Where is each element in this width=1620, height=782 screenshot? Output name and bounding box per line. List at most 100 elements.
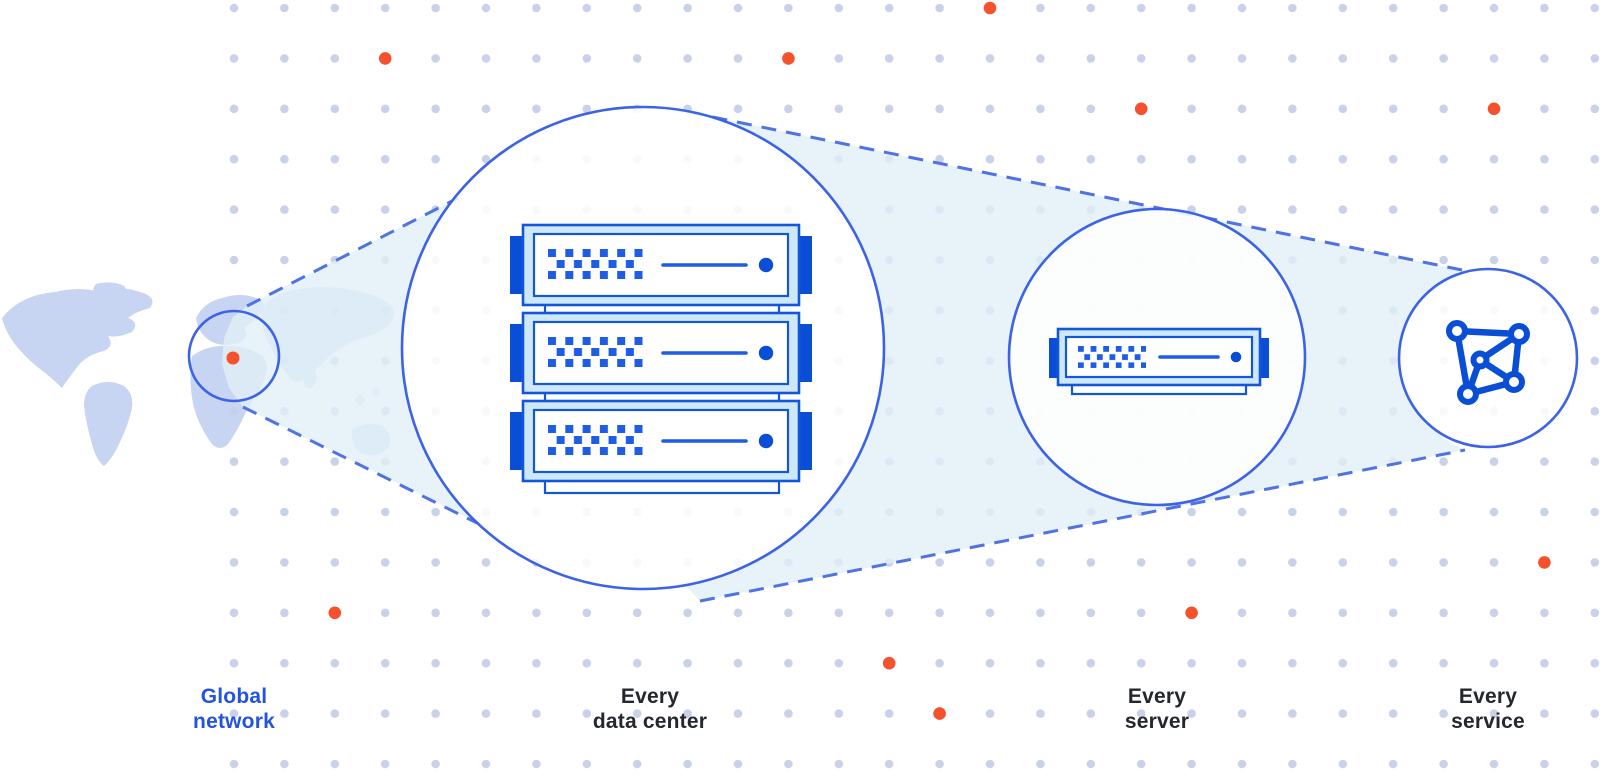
- grid-dot-orange: [882, 656, 896, 670]
- grid-dot: [1590, 709, 1600, 718]
- grid-dot: [1439, 255, 1448, 265]
- grid-dot: [229, 558, 239, 567]
- label-line: Every: [1127, 685, 1187, 708]
- grid-dot: [1540, 154, 1549, 164]
- grid-dot: [280, 558, 289, 567]
- grid-dot: [1439, 709, 1448, 718]
- grid-dot: [431, 104, 440, 114]
- grid-dot: [481, 154, 491, 164]
- label-global-network: Global network: [193, 684, 275, 734]
- grid-dot: [935, 558, 944, 567]
- grid-dot: [280, 608, 289, 618]
- grid-dot: [1590, 457, 1600, 466]
- grid-dot: [1590, 306, 1600, 315]
- grid-dot: [330, 54, 340, 63]
- grid-dot: [1288, 104, 1297, 114]
- grid-dot: [481, 608, 491, 618]
- grid-dot: [834, 54, 844, 63]
- server-tab-left: [510, 324, 523, 382]
- grid-dot: [1338, 759, 1348, 769]
- grid-dot: [1086, 3, 1096, 13]
- grid-dot: [280, 104, 289, 114]
- mesh-node-bottom-left: [1457, 383, 1479, 405]
- grid-dot: [985, 658, 995, 668]
- grid-dot: [582, 54, 592, 63]
- grid-dot: [1086, 154, 1096, 164]
- grid-dot: [733, 54, 743, 63]
- grid-dot: [280, 658, 289, 668]
- grid-dot: [1338, 104, 1348, 114]
- server-vent-grid: [548, 249, 643, 279]
- grid-dot: [1288, 608, 1297, 618]
- grid-dot: [1540, 255, 1549, 265]
- grid-dot-orange: [1538, 556, 1551, 569]
- grid-dot: [1187, 3, 1196, 13]
- grid-dot: [683, 3, 692, 13]
- grid-dot: [784, 709, 793, 718]
- grid-dot: [1540, 658, 1549, 668]
- grid-dot: [1388, 709, 1398, 718]
- grid-dot: [431, 507, 440, 517]
- grid-dot: [1489, 154, 1499, 164]
- grid-dot: [1590, 759, 1600, 769]
- grid-dot: [380, 759, 390, 769]
- grid-dot: [884, 709, 894, 718]
- grid-dot: [1237, 507, 1247, 517]
- server-tab-left: [510, 236, 523, 294]
- server-tab-right: [799, 324, 812, 382]
- server-led: [1230, 351, 1242, 363]
- grid-dot: [1540, 457, 1549, 466]
- grid-dot: [1187, 54, 1196, 63]
- grid-dot: [1187, 759, 1196, 769]
- grid-dot: [1288, 3, 1297, 13]
- server-tab-left: [1049, 338, 1058, 378]
- grid-dot: [733, 658, 743, 668]
- network-mesh-icon: [1446, 320, 1530, 405]
- grid-dot: [733, 3, 743, 13]
- grid-dot: [632, 608, 642, 618]
- grid-dot: [229, 154, 239, 164]
- grid-dot: [733, 709, 743, 718]
- label-line: data center: [592, 710, 708, 733]
- grid-dot: [1489, 759, 1499, 769]
- label-line: Every: [1458, 685, 1518, 708]
- grid-dot: [1036, 608, 1045, 618]
- grid-dot: [532, 54, 541, 63]
- grid-dot: [1489, 205, 1499, 214]
- grid-dot: [229, 507, 239, 517]
- label-line: Every: [620, 685, 680, 708]
- server-tab-right: [799, 236, 812, 294]
- grid-dot: [1036, 709, 1045, 718]
- grid-dot: [1590, 154, 1600, 164]
- global-network-circle: [187, 309, 281, 403]
- server-unit-3: [510, 399, 812, 483]
- grid-dot: [1540, 759, 1549, 769]
- grid-dot: [532, 658, 541, 668]
- dashed-line-top-right: [687, 110, 1463, 272]
- grid-dot: [1086, 54, 1096, 63]
- dashed-connectors: [242, 110, 1466, 603]
- grid-dot: [1540, 205, 1549, 214]
- grid-dot: [985, 558, 995, 567]
- grid-dot: [229, 255, 239, 265]
- dashed-line-bottom-right: [699, 448, 1466, 603]
- grid-dot: [985, 608, 995, 618]
- grid-dot: [1540, 104, 1549, 114]
- grid-dot: [1187, 709, 1196, 718]
- grid-dot: [632, 709, 642, 718]
- grid-dot: [834, 3, 844, 13]
- grid-dot: [229, 709, 239, 718]
- grid-dot: [834, 608, 844, 618]
- grid-dot: [1590, 3, 1600, 13]
- grid-dot: [1540, 3, 1549, 13]
- grid-dot: [683, 608, 692, 618]
- grid-dot: [1136, 709, 1146, 718]
- grid-dot: [1036, 759, 1045, 769]
- grid-dot: [1489, 3, 1499, 13]
- grid-dot: [1439, 558, 1448, 567]
- grid-dot: [330, 457, 340, 466]
- grid-dot: [481, 658, 491, 668]
- grid-dot: [532, 709, 541, 718]
- grid-dot: [280, 154, 289, 164]
